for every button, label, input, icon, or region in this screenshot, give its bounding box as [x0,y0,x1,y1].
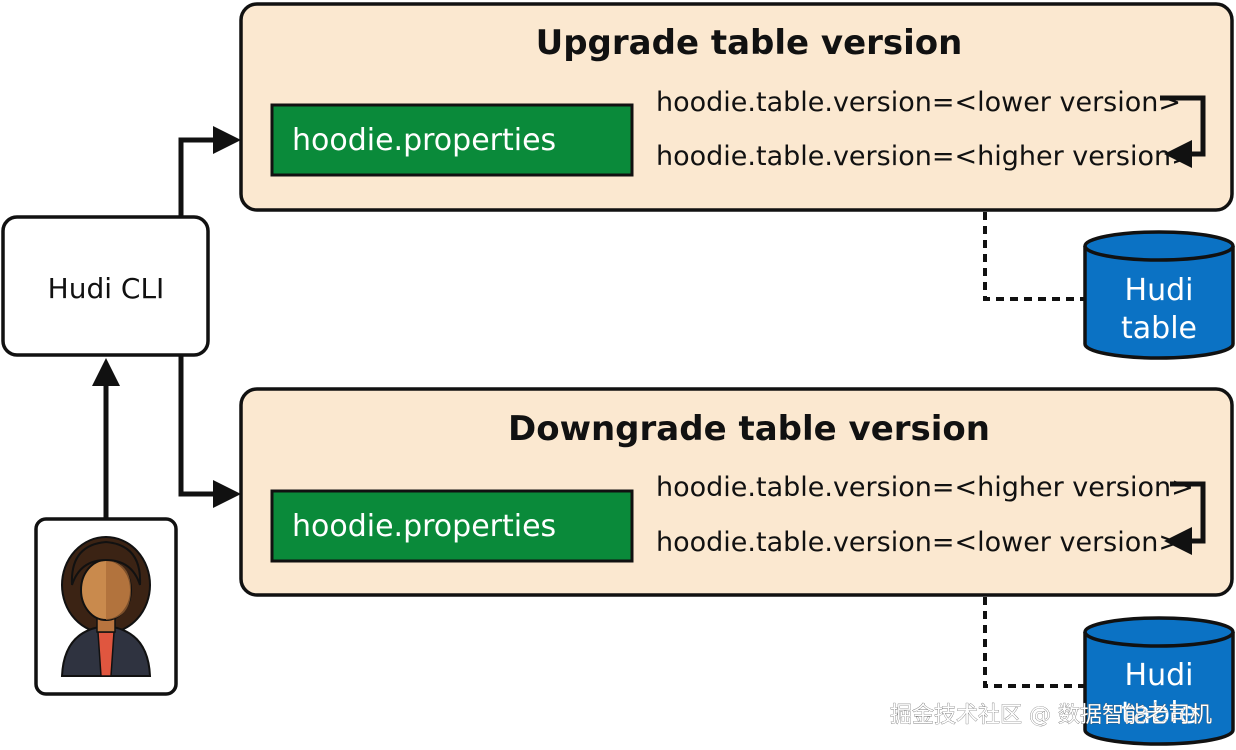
downgrade-version-line2: hoodie.table.version=<lower version> [656,527,1181,558]
cli-to-downgrade-arrow [178,355,241,508]
upgrade-change-arrow [1160,95,1206,168]
watermark-text: 掘金技术社区 @ 数据智能老司机 [890,703,1212,728]
user-to-cli-arrow [92,358,120,519]
downgrade-change-arrow [1164,481,1206,555]
cylinder-database-icon-bottom [1083,616,1235,648]
hudi-table-bottom-line1: Hudi [1125,658,1194,693]
cylinder-database-icon [1083,230,1235,262]
downgrade-to-table-connector [983,597,1085,688]
upgrade-to-table-connector [983,212,1085,301]
upgrade-properties-file: hoodie.properties [270,103,634,177]
hudi-table-top: Hudi table [1083,230,1235,360]
downgrade-panel: Downgrade table version hoodie.propertie… [239,387,1234,597]
cli-to-upgrade-arrow [178,126,241,217]
downgrade-title: Downgrade table version [508,409,990,449]
upgrade-version-line2: hoodie.table.version=<higher version> [656,141,1194,172]
upgrade-version-line1: hoodie.table.version=<lower version> [656,87,1181,118]
upgrade-title: Upgrade table version [536,23,963,63]
downgrade-properties-label: hoodie.properties [292,509,556,544]
person-avatar-icon [60,536,152,677]
hudi-cli-label: Hudi CLI [48,272,165,305]
downgrade-version-line1: hoodie.table.version=<higher version> [656,472,1194,503]
downgrade-properties-file: hoodie.properties [270,489,634,563]
user-card [34,517,178,696]
hudi-table-top-line1: Hudi [1125,273,1194,308]
upgrade-properties-label: hoodie.properties [292,123,556,158]
hudi-cli-box: Hudi CLI [1,215,210,357]
hudi-table-bottom-line2: table [1121,696,1197,731]
upgrade-panel: Upgrade table version hoodie.properties … [239,2,1234,212]
hudi-table-top-line2: table [1121,311,1197,346]
hudi-table-bottom: Hudi table [1083,616,1235,746]
